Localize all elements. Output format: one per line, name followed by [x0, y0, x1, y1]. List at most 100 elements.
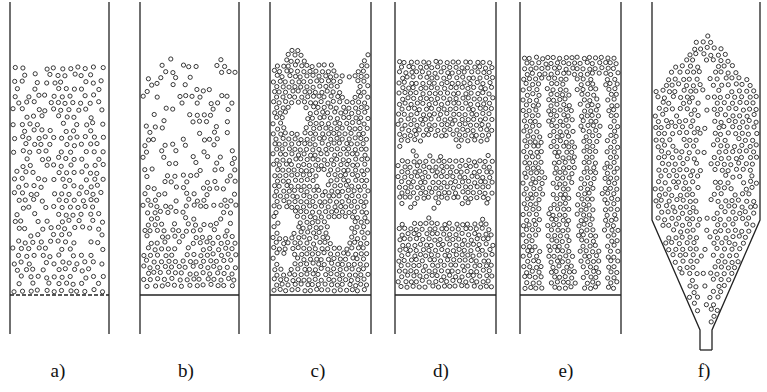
particle — [531, 104, 535, 108]
particle — [402, 112, 406, 116]
particle — [466, 253, 470, 257]
particle — [286, 105, 290, 109]
particle — [400, 222, 404, 226]
particle — [24, 183, 28, 187]
particle — [197, 277, 201, 281]
particle — [551, 88, 555, 92]
particle — [353, 230, 357, 234]
particle — [24, 170, 28, 174]
particle — [91, 192, 95, 196]
particle — [313, 205, 317, 209]
particle — [543, 72, 547, 76]
particle — [311, 178, 315, 182]
particle — [464, 92, 468, 96]
particle — [335, 147, 339, 151]
particle — [549, 61, 553, 65]
particle — [480, 248, 484, 252]
particle — [63, 227, 67, 231]
particle — [359, 74, 363, 78]
particle — [363, 101, 367, 105]
particle — [471, 273, 475, 277]
particle — [445, 196, 449, 200]
particle — [448, 273, 452, 277]
particle — [350, 120, 354, 124]
particle — [596, 104, 600, 108]
particle — [597, 71, 601, 75]
particle — [95, 142, 99, 146]
particle — [323, 282, 327, 286]
particle — [17, 198, 21, 202]
particle — [97, 212, 101, 216]
particle — [409, 280, 413, 284]
particle — [365, 220, 369, 224]
particle — [356, 194, 360, 198]
particle — [397, 226, 401, 230]
particle — [185, 278, 189, 282]
particle — [451, 132, 455, 136]
particle — [275, 95, 279, 99]
particle — [232, 278, 236, 282]
particle — [398, 60, 402, 64]
particle — [613, 87, 617, 91]
particle — [355, 257, 359, 261]
particle — [534, 98, 538, 102]
particle — [273, 268, 277, 272]
particle — [477, 243, 481, 247]
particle — [166, 247, 170, 251]
particle — [563, 97, 567, 101]
particle — [24, 268, 28, 272]
particle — [347, 263, 351, 267]
particle — [345, 162, 349, 166]
particle — [431, 263, 435, 267]
particle — [298, 148, 302, 152]
particle — [283, 110, 287, 114]
particle — [69, 67, 73, 71]
particle — [285, 194, 289, 198]
particle — [39, 240, 43, 244]
particle — [587, 55, 591, 59]
particle — [411, 86, 415, 90]
particle — [338, 152, 342, 156]
particle — [442, 181, 446, 185]
particle — [478, 159, 482, 163]
particle — [417, 285, 421, 289]
particle — [319, 204, 323, 208]
particle — [162, 229, 166, 233]
particle — [329, 94, 333, 98]
particle — [476, 247, 480, 251]
particle — [479, 127, 483, 131]
particle — [355, 142, 359, 146]
particle — [63, 267, 67, 271]
particle — [328, 199, 332, 203]
particle — [471, 254, 475, 258]
particle — [335, 136, 339, 140]
particle — [91, 260, 95, 264]
particle — [230, 149, 234, 153]
particle — [174, 76, 178, 80]
particle — [37, 246, 41, 250]
particle — [173, 247, 177, 251]
particle — [342, 178, 346, 182]
particle — [586, 82, 590, 86]
particle — [155, 228, 159, 232]
particle — [460, 231, 464, 235]
particle — [562, 71, 566, 75]
particle — [480, 133, 484, 137]
particle — [489, 106, 493, 110]
particle — [365, 241, 369, 245]
particle — [552, 66, 556, 70]
particle — [330, 261, 334, 265]
particle — [326, 267, 330, 271]
particle — [310, 252, 314, 256]
particle — [439, 186, 443, 190]
particle — [447, 191, 451, 195]
particle — [278, 237, 282, 241]
particle — [296, 184, 300, 188]
particle — [527, 56, 531, 60]
particle — [192, 252, 196, 256]
particle — [454, 233, 458, 237]
particle — [149, 203, 153, 207]
particle — [408, 248, 412, 252]
particle — [219, 278, 223, 282]
particle — [71, 254, 75, 258]
